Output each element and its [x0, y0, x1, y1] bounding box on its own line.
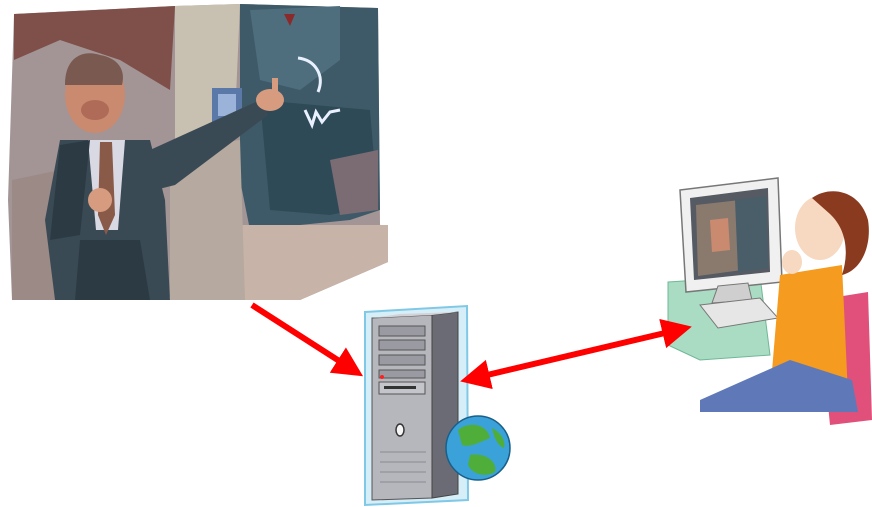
student-at-computer-icon: [668, 178, 872, 425]
arrow-lecturer-to-server: [252, 305, 358, 373]
arrow-server-student-bidirectional: [466, 328, 686, 380]
server-with-globe-icon: [365, 306, 510, 505]
lecturer-clipart-icon: [8, 4, 388, 300]
